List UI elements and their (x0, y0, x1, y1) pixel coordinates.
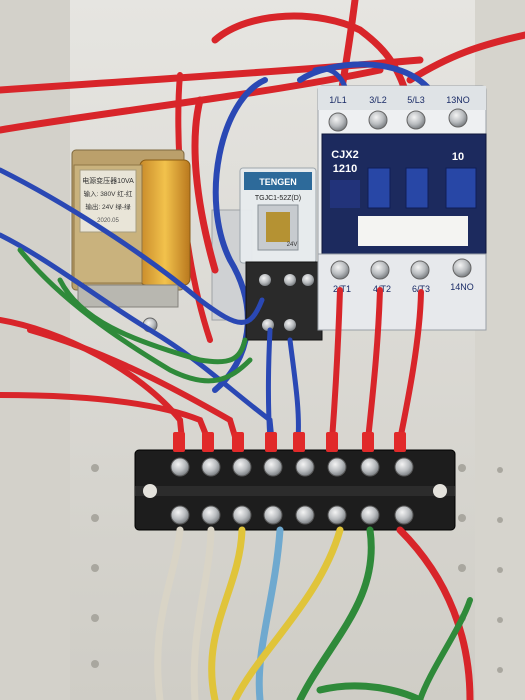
enclosure-inner-wall (0, 0, 70, 700)
relay-socket-screws (259, 274, 314, 331)
contactor-white-label (358, 216, 468, 246)
terminal-block (134, 449, 456, 531)
control-transformer: 电源变压器10VA 输入: 380V 红-红 输出: 24V 绿-绿 2020.… (71, 149, 191, 333)
contactor-terminal-top-4: 13NO (446, 95, 470, 105)
wires-front (0, 167, 424, 443)
contactor-terminal-top-1: 1/L1 (329, 95, 347, 105)
contactor-terminal-top-3: 5/L3 (407, 95, 425, 105)
contactor-model-line-2: 1210 (333, 163, 357, 175)
transformer-label-line-4: 2020.05 (97, 218, 119, 224)
relay-model: TGJC1-52Z(D) (255, 195, 301, 202)
terminal-block-top-screws (170, 457, 414, 477)
contactor-terminal-bottom-3: 6/T3 (412, 284, 430, 294)
terminal-block-bottom-screws (170, 505, 414, 525)
contactor-top-screws (328, 108, 468, 132)
intermediate-relay: TENGEN TGJC1-52Z(D) 24V (239, 167, 323, 341)
contactor-terminal-bottom-4: 14NO (450, 282, 474, 292)
wires-outgoing (154, 526, 474, 700)
contactor-bottom-screws (330, 258, 472, 280)
relay-socket (245, 261, 323, 341)
relay-voltage: 24V (287, 242, 298, 248)
contactor-model-line-1: CJX2 (331, 149, 359, 161)
transformer-label-line-3: 输出: 24V 绿-绿 (85, 202, 131, 211)
contactor-aux-code: 10 (452, 151, 464, 163)
transformer-label-line-2: 输入: 380V 红-红 (84, 189, 133, 198)
ac-contactor: 1/L1 3/L2 5/L3 13NO CJX2 1210 10 2/T1 4/… (317, 85, 487, 331)
relay-brand: TENGEN (259, 177, 297, 187)
wire-ferrules (173, 432, 406, 452)
transformer-label-line-1: 电源变压器10VA (82, 176, 134, 185)
mounting-holes (91, 464, 503, 673)
contactor-terminal-top-2: 3/L2 (369, 95, 387, 105)
